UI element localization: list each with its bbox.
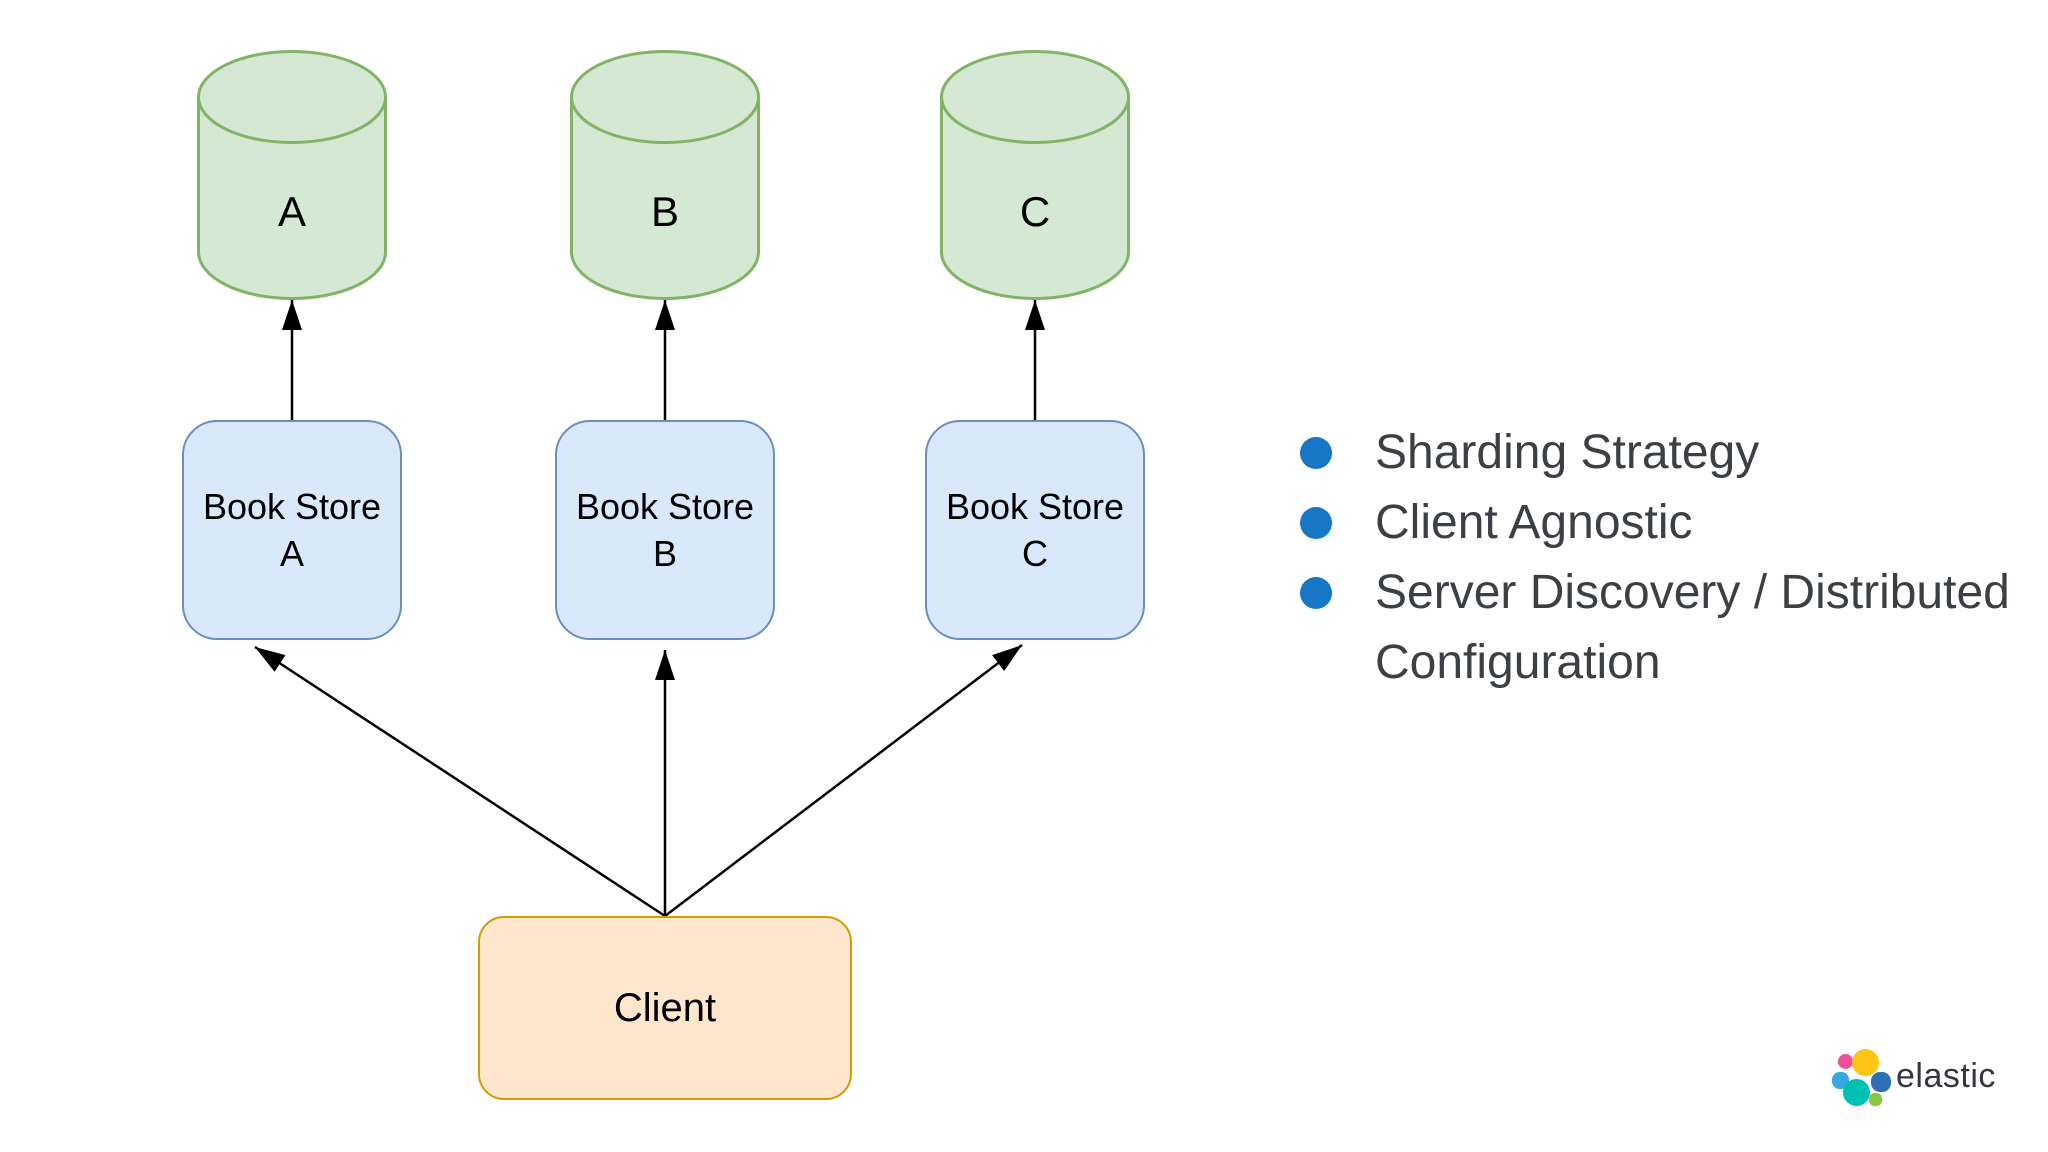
database-label: B [650,188,679,235]
note-text: Client Agnostic [1375,496,1693,549]
store-label-line1: Book Store [202,486,382,527]
database-cylinder-c: C [940,50,1130,300]
bullet-icon [1300,437,1332,469]
elastic-logo-icon [1832,1046,1891,1106]
logo-blob-blue [1871,1072,1891,1092]
notes-list: Sharding Strategy Client Agnostic Server… [1300,418,2035,698]
note-item-sharding-strategy: Sharding Strategy [1300,418,2035,488]
client-label: Client [613,985,717,1030]
store-box-b: Book Store B [555,420,775,640]
bullet-icon [1300,577,1332,609]
store-box-c: Book Store C [925,420,1145,640]
client-box: Client [478,916,852,1100]
note-item-server-discovery: Server Discovery / Distributed Configura… [1300,558,2035,698]
database-icon [197,50,387,300]
database-label: A [277,188,306,235]
database-label: C [1019,188,1051,235]
logo-blob-yellow [1852,1049,1879,1076]
arrow-client-to-store-c [664,644,1023,917]
database-cylinder-b: B [570,50,760,300]
database-icon [940,50,1130,300]
note-item-client-agnostic: Client Agnostic [1300,488,2035,558]
elastic-wordmark: elastic [1896,1056,1996,1095]
arrow-client-to-store-a [254,645,666,918]
note-text: Server Discovery / Distributed Configura… [1375,566,2010,689]
store-box-a: Book Store A [182,420,402,640]
store-label-line2: A [279,533,304,574]
logo-blob-pink [1838,1054,1853,1069]
elastic-logo: elastic [1832,1046,1996,1106]
bullet-icon [1300,507,1332,539]
database-cylinder-a: A [197,50,387,300]
logo-blob-teal [1843,1079,1870,1106]
logo-blob-green [1869,1093,1882,1106]
note-text: Sharding Strategy [1375,426,1760,479]
database-icon [570,50,760,300]
store-label-line1: Book Store [575,486,755,527]
store-label-line1: Book Store [945,486,1125,527]
store-label-line2: B [652,533,677,574]
store-label-line2: C [1022,533,1048,574]
